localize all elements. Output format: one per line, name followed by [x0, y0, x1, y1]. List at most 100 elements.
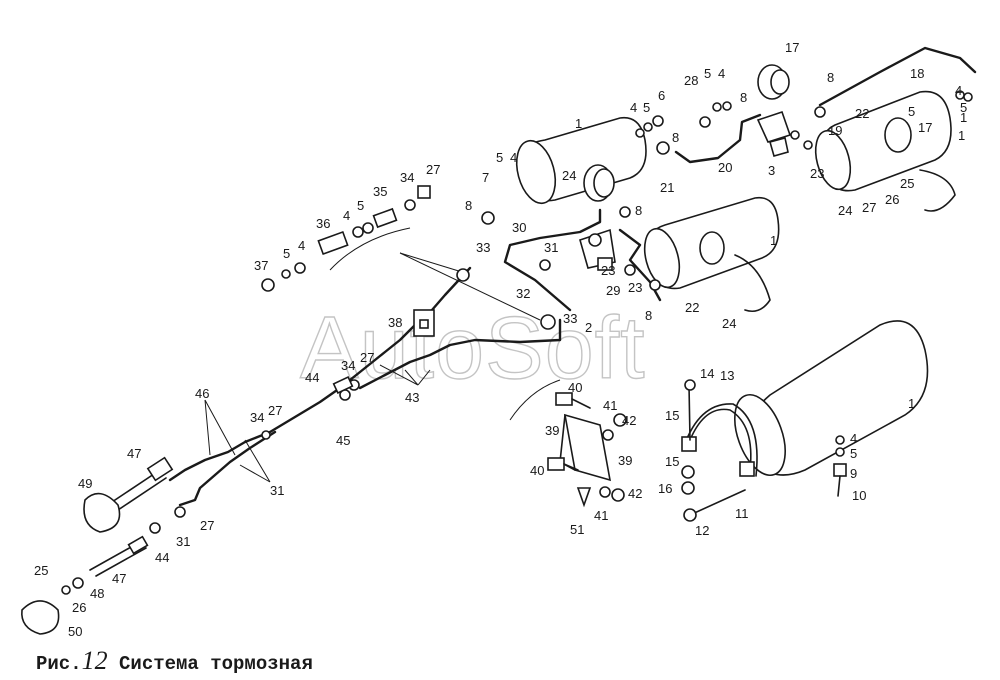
label-17: 17	[785, 40, 799, 55]
label-44: 44	[155, 550, 169, 565]
brake-valve-3	[756, 110, 792, 157]
label-51: 51	[570, 522, 584, 537]
label-37: 37	[254, 258, 268, 273]
label-5: 5	[908, 104, 915, 119]
brake-chamber-top	[583, 164, 615, 202]
label-44: 44	[305, 370, 319, 385]
pipe-front-lower	[178, 430, 277, 507]
label-15: 15	[665, 408, 679, 423]
label-1: 1	[770, 233, 777, 248]
label-13: 13	[720, 368, 734, 383]
label-18: 18	[910, 66, 924, 81]
label-33: 33	[476, 240, 490, 255]
label-42: 42	[628, 486, 642, 501]
valve-assembly-left	[261, 185, 431, 292]
label-39: 39	[618, 453, 632, 468]
label-22: 22	[685, 300, 699, 315]
label-10: 10	[852, 488, 866, 503]
label-25: 25	[34, 563, 48, 578]
label-9: 9	[850, 466, 857, 481]
label-1: 1	[908, 396, 915, 411]
label-32: 32	[516, 286, 530, 301]
label-21: 21	[660, 180, 674, 195]
caption-title: Система тормозная	[119, 653, 313, 675]
label-5: 5	[960, 100, 967, 115]
label-4: 4	[718, 66, 725, 81]
label-36: 36	[316, 216, 330, 231]
label-6: 6	[658, 88, 665, 103]
label-24: 24	[722, 316, 736, 331]
label-27: 27	[268, 403, 282, 418]
label-23: 23	[628, 280, 642, 295]
label-40: 40	[568, 380, 582, 395]
label-5: 5	[643, 100, 650, 115]
air-tank-middle	[643, 196, 780, 313]
label-3: 3	[768, 163, 775, 178]
label-1: 1	[960, 110, 967, 125]
label-8: 8	[645, 308, 652, 323]
label-46: 46	[195, 386, 209, 401]
label-8: 8	[740, 90, 747, 105]
label-47: 47	[127, 446, 141, 461]
label-41: 41	[603, 398, 617, 413]
label-16: 16	[658, 481, 672, 496]
label-28: 28	[684, 73, 698, 88]
label-7: 7	[482, 170, 489, 185]
label-42: 42	[622, 413, 636, 428]
label-4: 4	[343, 208, 350, 223]
label-1: 1	[575, 116, 582, 131]
label-41: 41	[594, 508, 608, 523]
label-34: 34	[400, 170, 414, 185]
label-40: 40	[530, 463, 544, 478]
caption-prefix: Рис.	[36, 653, 82, 675]
leader-43	[379, 364, 431, 386]
guide-arc-left	[329, 227, 411, 271]
label-30: 30	[512, 220, 526, 235]
label-12: 12	[695, 523, 709, 538]
leader-46	[204, 399, 236, 456]
label-27: 27	[360, 350, 374, 365]
label-19: 19	[828, 123, 842, 138]
label-43: 43	[405, 390, 419, 405]
label-33: 33	[563, 311, 577, 326]
label-50: 50	[68, 624, 82, 639]
air-tank-top	[515, 116, 647, 205]
label-2: 2	[585, 320, 592, 335]
label-24: 24	[562, 168, 576, 183]
label-47: 47	[112, 571, 126, 586]
label-4: 4	[510, 150, 517, 165]
label-5: 5	[357, 198, 364, 213]
label-5: 5	[283, 246, 290, 261]
label-39: 39	[545, 423, 559, 438]
label-26: 26	[72, 600, 86, 615]
label-4: 4	[630, 100, 637, 115]
brake-chamber-17	[757, 64, 790, 100]
label-5: 5	[850, 446, 857, 461]
label-14: 14	[700, 366, 714, 381]
label-45: 45	[336, 433, 350, 448]
label-4: 4	[850, 431, 857, 446]
label-23: 23	[810, 166, 824, 181]
leader-33	[399, 252, 541, 321]
pipe-18	[818, 46, 977, 107]
label-5: 5	[496, 150, 503, 165]
label-27: 27	[200, 518, 214, 533]
tank-clamp-band	[681, 379, 758, 522]
label-49: 49	[78, 476, 92, 491]
label-29: 29	[606, 283, 620, 298]
label-8: 8	[465, 198, 472, 213]
label-23: 23	[601, 263, 615, 278]
label-38: 38	[388, 315, 402, 330]
connector-44	[332, 376, 354, 394]
label-31: 31	[270, 483, 284, 498]
pipe-mount-38	[413, 309, 435, 337]
label-5: 5	[704, 66, 711, 81]
label-4: 4	[298, 238, 305, 253]
brake-valve-2	[579, 228, 616, 271]
label-8: 8	[672, 130, 679, 145]
label-24: 24	[838, 203, 852, 218]
guide-arc-mid	[509, 379, 561, 421]
pipe-20	[674, 113, 762, 164]
label-11: 11	[735, 506, 749, 521]
